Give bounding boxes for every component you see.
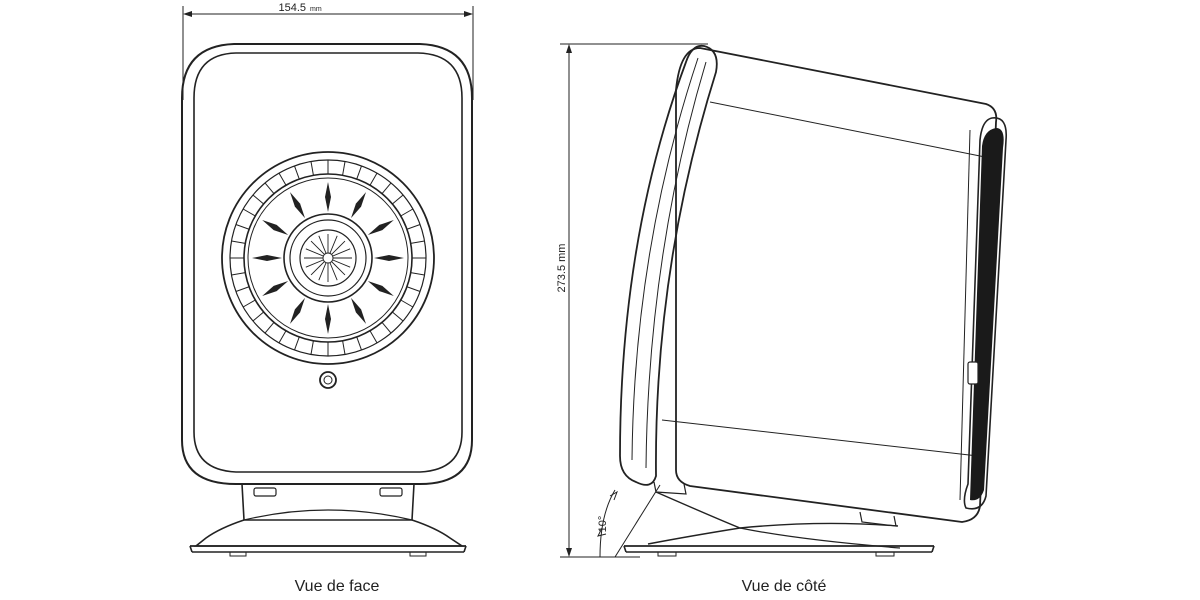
surround-rib — [235, 224, 250, 230]
front-cabinet — [181, 43, 473, 485]
surround-rib — [231, 240, 246, 244]
surround-rib — [264, 322, 275, 334]
side-stand — [623, 481, 935, 557]
angle-indicator — [597, 484, 661, 558]
surround-rib — [342, 340, 346, 355]
driver-fin — [290, 192, 305, 219]
surround-rib — [381, 322, 392, 334]
surround-rib — [294, 165, 300, 180]
surround-rib — [294, 336, 300, 351]
front-stand — [189, 483, 467, 557]
driver-fin — [252, 255, 282, 261]
driver-fin — [262, 220, 289, 235]
surround-rib — [400, 299, 414, 308]
surround-rib — [252, 194, 264, 205]
height-label: 273.5 mm — [556, 244, 568, 293]
surround-rib — [381, 182, 392, 194]
surround-rib — [342, 161, 346, 176]
surround-rib — [406, 286, 421, 292]
surround-rib — [310, 340, 314, 355]
driver-fin — [325, 304, 331, 334]
driver-fins — [252, 182, 404, 334]
tweeter-center — [322, 252, 334, 264]
surround-rib — [310, 161, 314, 176]
surround-rib — [278, 172, 287, 186]
surround-rib — [392, 194, 404, 205]
side-cabinet — [619, 44, 1008, 523]
surround-rib — [400, 208, 414, 217]
status-led — [319, 371, 337, 389]
surround-rib — [235, 286, 250, 292]
surround-rib — [264, 182, 275, 194]
driver-fin — [290, 297, 305, 324]
driver-fin — [351, 192, 366, 219]
driver-unit — [221, 151, 435, 365]
surround-rib — [392, 311, 404, 322]
front-view-caption: Vue de face — [294, 578, 380, 595]
surround-rib — [406, 224, 421, 230]
surround-ribs — [230, 160, 426, 356]
driver-fin — [351, 297, 366, 324]
side-view — [560, 43, 1008, 558]
surround-rib — [410, 272, 425, 276]
driver-fin — [374, 255, 404, 261]
height-dimension — [560, 43, 708, 558]
driver-fin — [262, 281, 289, 296]
surround-rib — [242, 208, 256, 217]
surround-rib — [369, 172, 378, 186]
surround-rib — [242, 299, 256, 308]
surround-rib — [231, 272, 246, 276]
surround-rib — [369, 330, 378, 344]
surround-rib — [278, 330, 287, 344]
tweeter-star — [304, 234, 352, 282]
side-view-caption: Vue de côté — [741, 578, 827, 595]
rear-grille — [970, 128, 1004, 501]
width-label: 154.5 — [278, 2, 306, 14]
surround-rib — [356, 336, 362, 351]
front-view — [181, 6, 474, 557]
driver-fin — [367, 220, 394, 235]
surround-rib — [356, 165, 362, 180]
surround-rib — [252, 311, 264, 322]
width-unit-label: mm — [310, 6, 322, 13]
angle-label: 10° — [597, 516, 609, 533]
surround-rib — [410, 240, 425, 244]
driver-fin — [325, 182, 331, 212]
driver-fin — [367, 281, 394, 296]
